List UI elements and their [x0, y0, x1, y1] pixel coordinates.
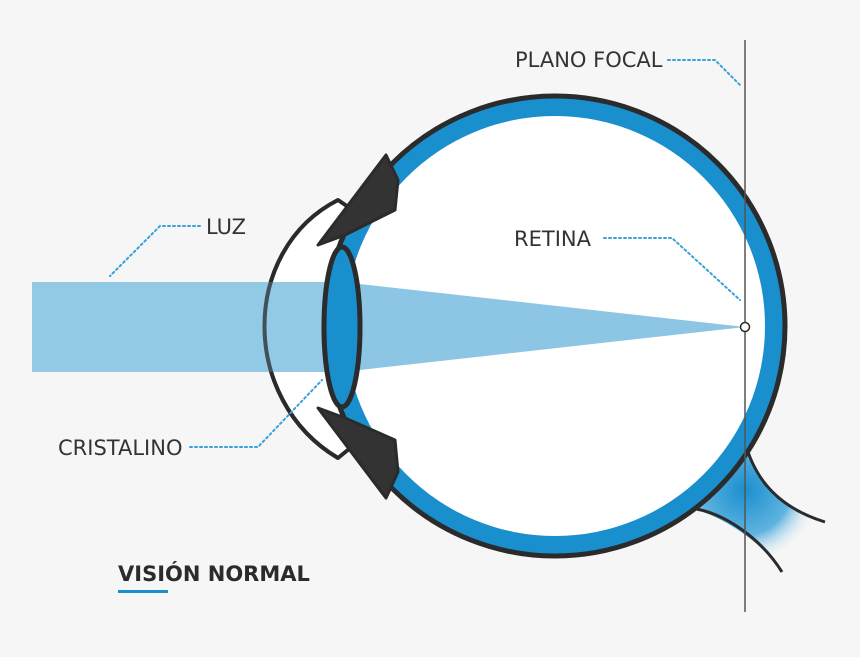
focal-point — [739, 321, 751, 333]
luz-label: LUZ — [206, 215, 246, 239]
lens — [321, 244, 363, 410]
light-beam — [32, 282, 342, 372]
light-cone — [342, 282, 745, 372]
plano-focal-leader — [667, 59, 741, 86]
title-underline — [118, 590, 168, 593]
diagram-title: VISIÓN NORMAL — [118, 561, 310, 586]
luz-leader — [109, 225, 201, 277]
plano-focal-label: PLANO FOCAL — [515, 48, 663, 72]
optic-nerve-lower-edge — [689, 506, 784, 573]
retina-leader — [603, 237, 741, 301]
cristalino-label: CRISTALINO — [58, 436, 182, 460]
iris-lower — [316, 406, 400, 500]
cornea-outline — [262, 198, 340, 460]
retina-label: RETINA — [514, 227, 592, 251]
cristalino-leader — [189, 379, 323, 448]
iris-upper — [316, 153, 400, 247]
